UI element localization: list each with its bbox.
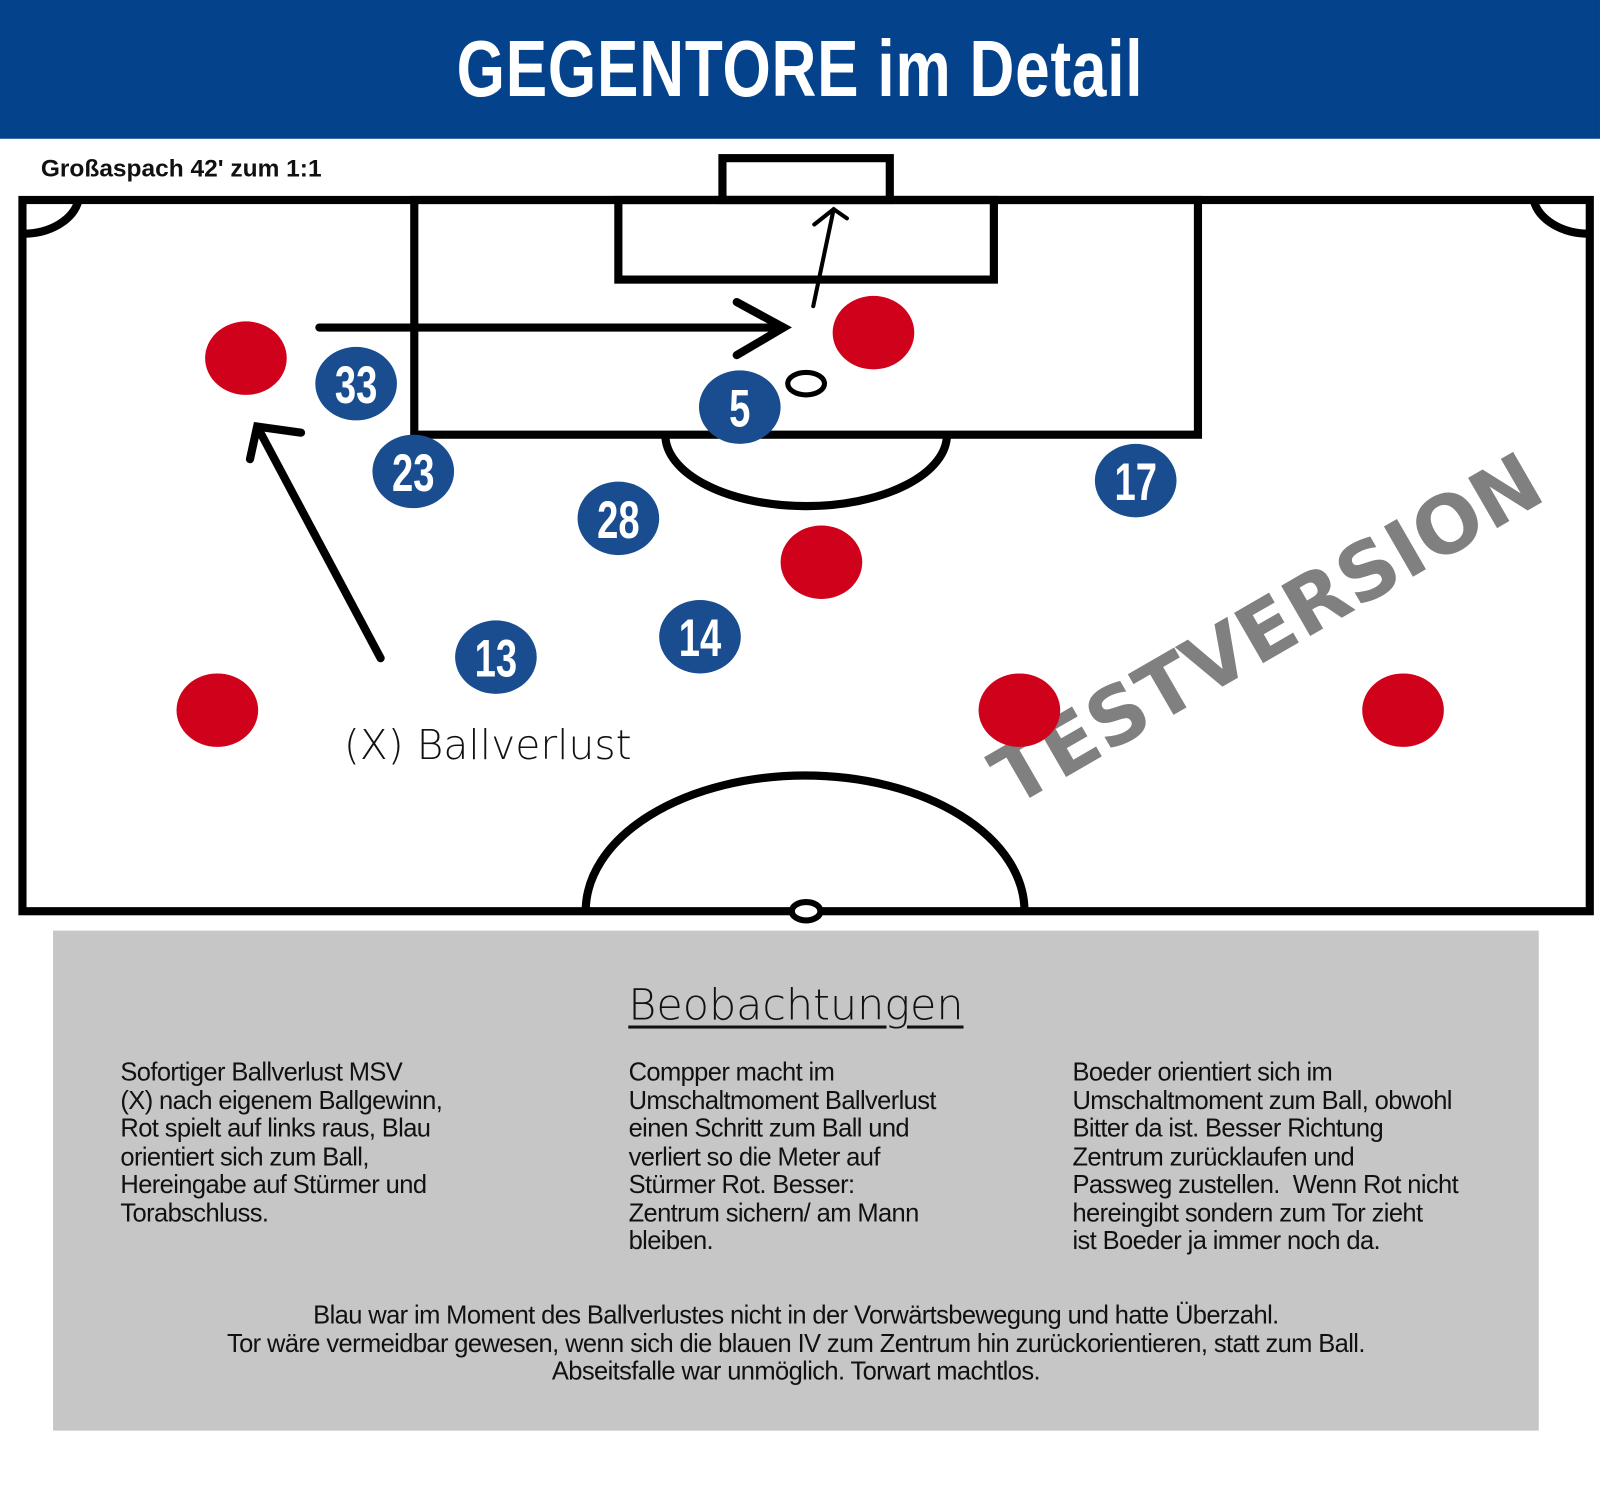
blue-player: 13 <box>455 620 537 694</box>
arrows <box>245 206 849 663</box>
pass-arrow <box>315 297 792 360</box>
red-players <box>176 295 1444 747</box>
observation-column-1: Sofortiger Ballverlust MSV (X) nach eige… <box>120 1058 443 1228</box>
blue-player: 28 <box>577 481 660 556</box>
scene-subtitle: Großaspach 42' zum 1:1 <box>40 155 322 183</box>
goal-area <box>614 195 998 284</box>
blue-players: 33 5 23 28 17 13 14 <box>315 346 1177 694</box>
red-player <box>780 525 863 599</box>
blue-player-marker <box>315 346 397 421</box>
run-arrow <box>245 421 385 663</box>
blue-player: 23 <box>372 434 455 509</box>
observation-column-3: Boeder orientiert sich im Umschaltmoment… <box>1072 1058 1459 1256</box>
center-spot <box>788 898 824 924</box>
red-player <box>978 673 1061 747</box>
penalty-arc <box>661 434 952 511</box>
watermark: TESTVERSION <box>976 434 1558 824</box>
summary-line: Abseitsfalle war unmöglich. Torwart mach… <box>551 1357 1041 1386</box>
player-number: 5 <box>729 378 750 438</box>
page-title: GEGENTORE im Detail <box>456 23 1144 114</box>
observation-column-2: Compper macht im Umschaltmoment Ballverl… <box>628 1058 937 1256</box>
player-number: 17 <box>1114 452 1156 512</box>
summary-text: Blau war im Moment des Ballverlustes nic… <box>53 1302 1539 1386</box>
red-player <box>205 321 287 395</box>
blue-player: 5 <box>698 370 781 444</box>
shot-arrow <box>811 206 849 309</box>
blue-player-marker <box>1094 443 1177 518</box>
ball-loss-label: (X) Ballverlust <box>343 722 632 770</box>
summary-line: Blau war im Moment des Ballverlustes nic… <box>313 1301 1279 1330</box>
blue-player-marker <box>659 599 741 674</box>
goal <box>718 154 894 205</box>
corner-arc-right <box>1529 198 1590 238</box>
player-number: 13 <box>475 628 517 688</box>
blue-player: 14 <box>659 599 741 674</box>
blue-player-marker <box>698 370 781 444</box>
player-number: 28 <box>597 490 639 550</box>
blue-player: 17 <box>1094 443 1177 518</box>
player-number: 23 <box>392 443 434 503</box>
observations-panel: Beobachtungen Sofortiger Ballverlust MSV… <box>53 930 1539 1431</box>
player-number: 14 <box>679 608 722 668</box>
red-player <box>1362 673 1444 747</box>
ball-icon <box>785 369 828 398</box>
corner-arc-left <box>22 198 83 238</box>
center-circle <box>581 771 1029 912</box>
blue-player: 33 <box>315 346 397 421</box>
header-banner: GEGENTORE im Detail <box>0 0 1600 139</box>
blue-player-marker <box>372 434 455 509</box>
blue-player-marker <box>455 620 537 694</box>
penalty-box <box>410 195 1203 439</box>
red-player <box>176 673 259 747</box>
player-number: 33 <box>335 355 377 415</box>
observations-title: Beobachtungen <box>628 979 964 1030</box>
pitch-diagram: TESTVERSION 33 5 23 28 17 13 14 <box>18 154 1594 924</box>
summary-line: Tor wäre vermeidbar gewesen, wenn sich d… <box>226 1329 1366 1358</box>
red-player <box>832 295 915 370</box>
blue-player-marker <box>577 481 660 556</box>
